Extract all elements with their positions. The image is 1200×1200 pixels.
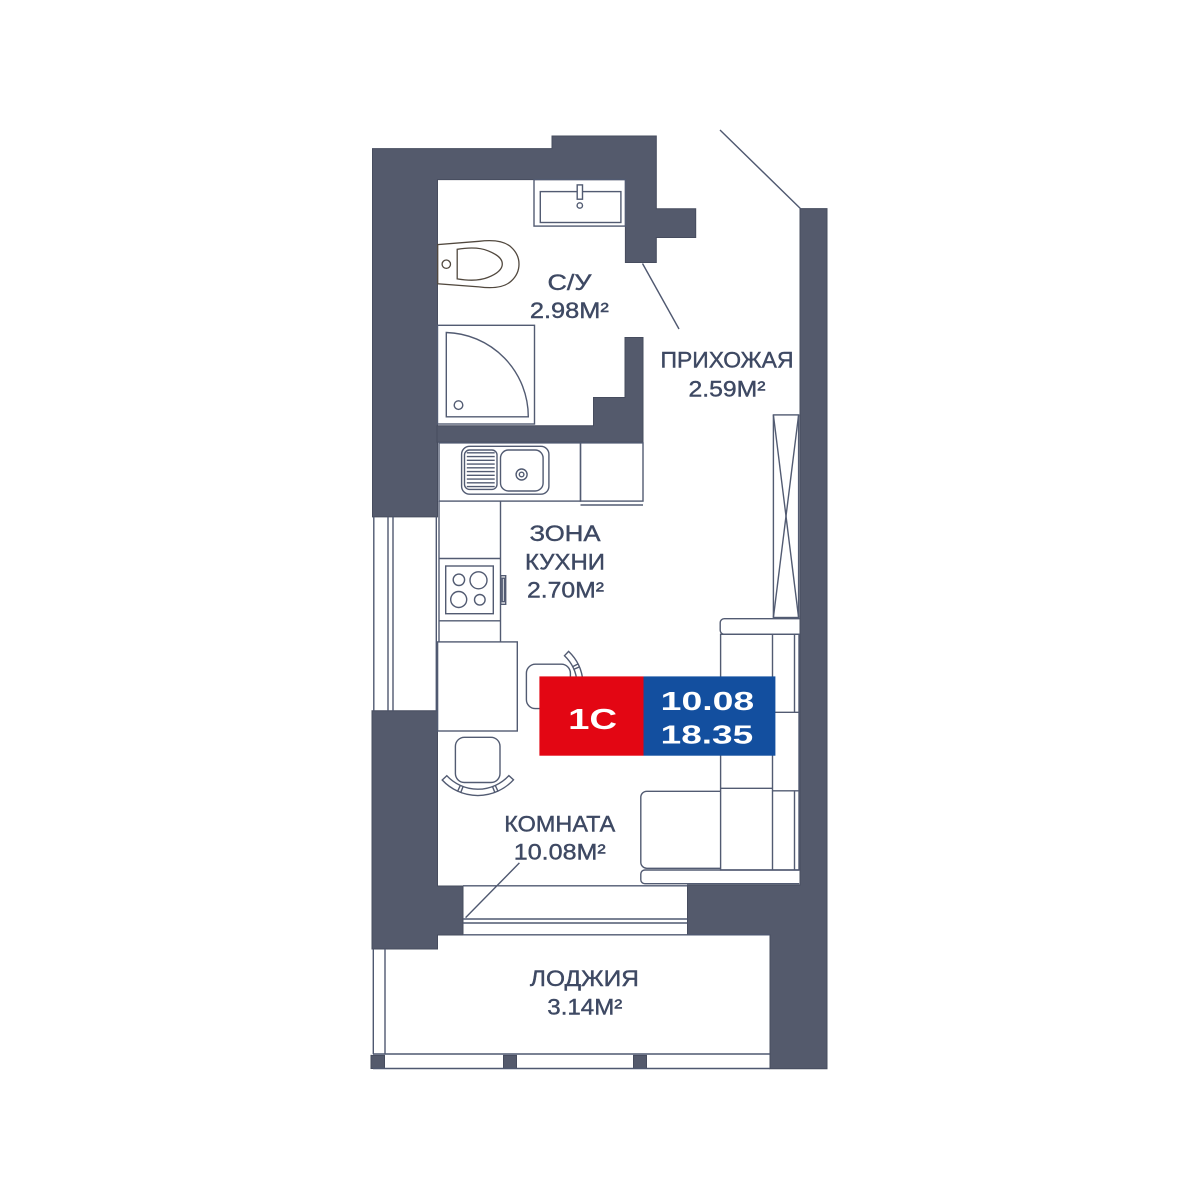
- svg-text:ЛОДЖИЯ: ЛОДЖИЯ: [530, 966, 639, 991]
- svg-text:С/У: С/У: [548, 270, 593, 295]
- svg-text:ПРИХОЖАЯ: ПРИХОЖАЯ: [661, 347, 794, 372]
- svg-text:2.98М²: 2.98М²: [530, 298, 609, 323]
- svg-text:1С: 1С: [568, 704, 617, 736]
- svg-text:КОМНАТА: КОМНАТА: [504, 811, 615, 836]
- svg-text:10.08: 10.08: [661, 688, 755, 716]
- svg-text:10.08М²: 10.08М²: [514, 840, 606, 865]
- svg-text:3.14М²: 3.14М²: [547, 995, 622, 1020]
- svg-text:КУХНИ: КУХНИ: [525, 550, 605, 575]
- svg-text:2.59М²: 2.59М²: [689, 377, 766, 402]
- svg-text:ЗОНА: ЗОНА: [530, 521, 601, 546]
- svg-text:18.35: 18.35: [661, 721, 754, 749]
- svg-text:2.70М²: 2.70М²: [527, 578, 604, 603]
